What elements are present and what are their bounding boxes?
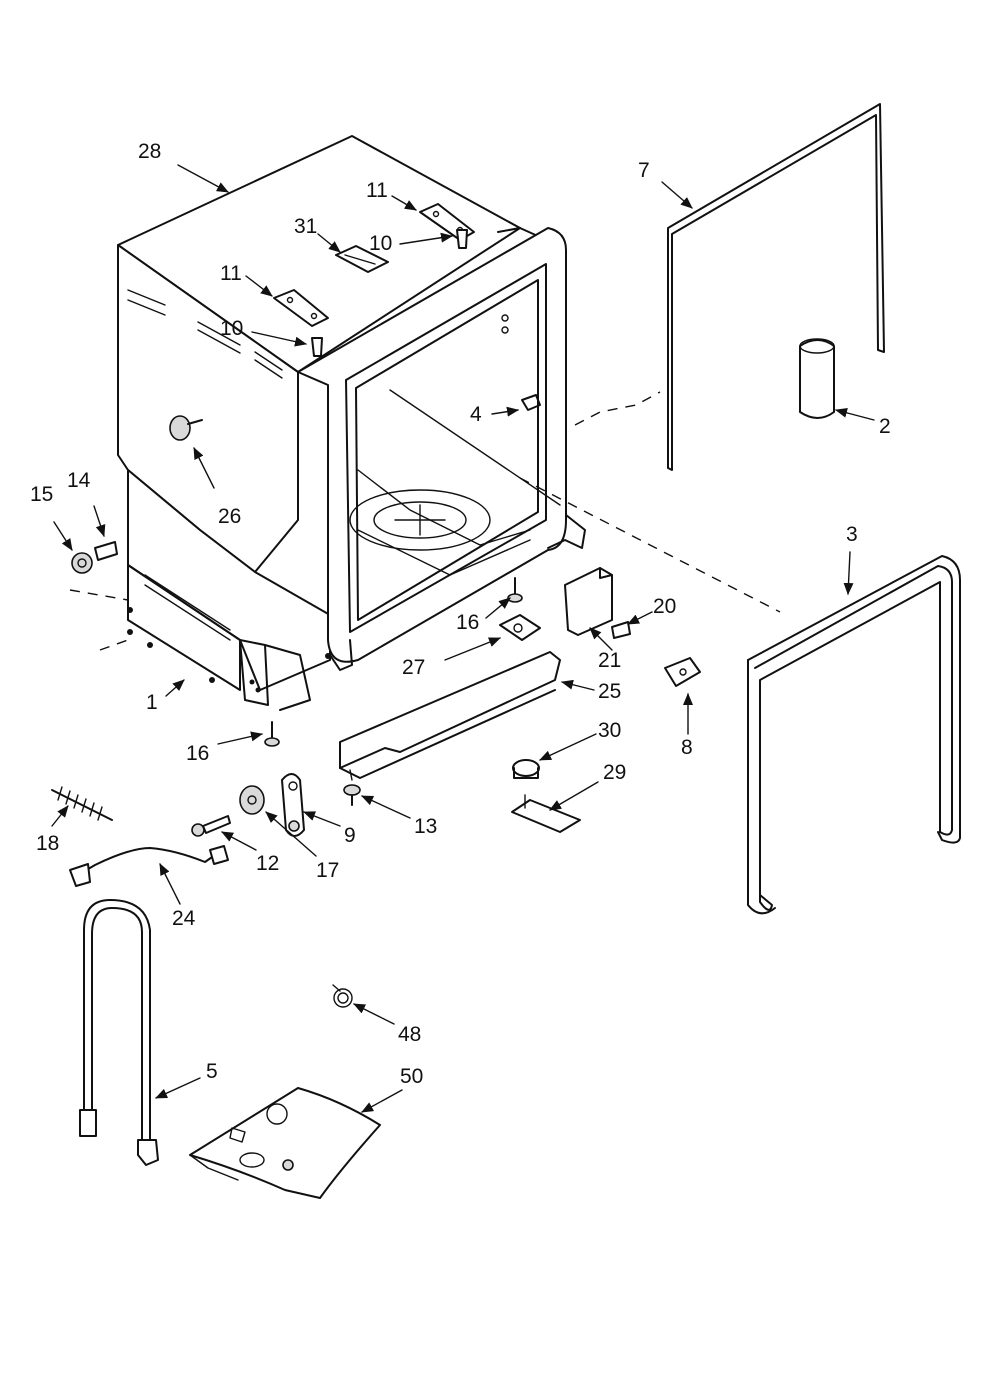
screw-26: [169, 415, 203, 441]
callout-15: 15: [30, 483, 54, 506]
callout-9: 9: [344, 824, 356, 847]
leg-16-lower: [264, 721, 280, 747]
callout-8: 8: [681, 736, 693, 759]
callout-28: 28: [138, 140, 162, 163]
hose-5: [79, 899, 159, 1166]
callout-5: 5: [206, 1060, 218, 1083]
clip-8: [664, 657, 701, 687]
callout-11-upper: 11: [366, 179, 388, 202]
screw-10-upper: [456, 229, 468, 249]
callout-30: 30: [598, 719, 622, 742]
door-gasket-bottom: [747, 555, 961, 915]
callout-10-upper: 10: [369, 232, 393, 255]
callout-24: 24: [172, 907, 196, 930]
callout-14: 14: [67, 469, 91, 492]
bracket-9: [281, 773, 305, 837]
callout-18: 18: [36, 832, 60, 855]
callout-26: 26: [218, 505, 242, 528]
callout-25: 25: [598, 680, 622, 703]
callout-11-lower: 11: [220, 262, 242, 285]
bolt-14: [94, 541, 118, 561]
screw-20: [611, 621, 631, 639]
callout-27: 27: [402, 656, 426, 679]
callout-2: 2: [879, 415, 891, 438]
callout-29: 29: [603, 761, 627, 784]
callout-20: 20: [653, 595, 677, 618]
callout-12: 12: [256, 852, 280, 875]
callout-3: 3: [846, 523, 858, 546]
clamp-48: [332, 984, 353, 1008]
callout-21: 21: [598, 649, 622, 672]
vent-tube: [799, 338, 835, 419]
bracket-21: [564, 567, 613, 636]
door-gasket-top: [667, 103, 885, 471]
hinge-lower: [273, 289, 329, 327]
callout-50: 50: [400, 1065, 424, 1088]
leader-lines: [51, 164, 875, 1113]
tub-assembly: [117, 135, 586, 711]
bolt-12: [191, 815, 231, 837]
wheel-17: [239, 785, 265, 815]
cable-24: [69, 845, 229, 887]
bracket-29: [511, 794, 581, 833]
callout-13: 13: [414, 815, 438, 838]
callout-1: 1: [146, 691, 158, 714]
screw-10-lower: [311, 337, 323, 357]
panel-25: [339, 651, 561, 781]
callout-17: 17: [316, 859, 340, 882]
callout-31: 31: [294, 215, 318, 238]
thermostat-30: [512, 759, 540, 779]
parts-bag-50: [189, 1087, 381, 1199]
callout-4: 4: [470, 403, 482, 426]
spring-18: [51, 786, 113, 821]
callout-10-lower: 10: [220, 317, 244, 340]
vent-31: [335, 245, 389, 273]
callout-48: 48: [398, 1023, 422, 1046]
fastener-13: [343, 784, 361, 806]
callout-16-lower: 16: [186, 742, 210, 765]
nut-15: [71, 552, 93, 574]
callout-7: 7: [638, 159, 650, 182]
clip-27: [499, 614, 541, 641]
callout-16-upper: 16: [456, 611, 480, 634]
